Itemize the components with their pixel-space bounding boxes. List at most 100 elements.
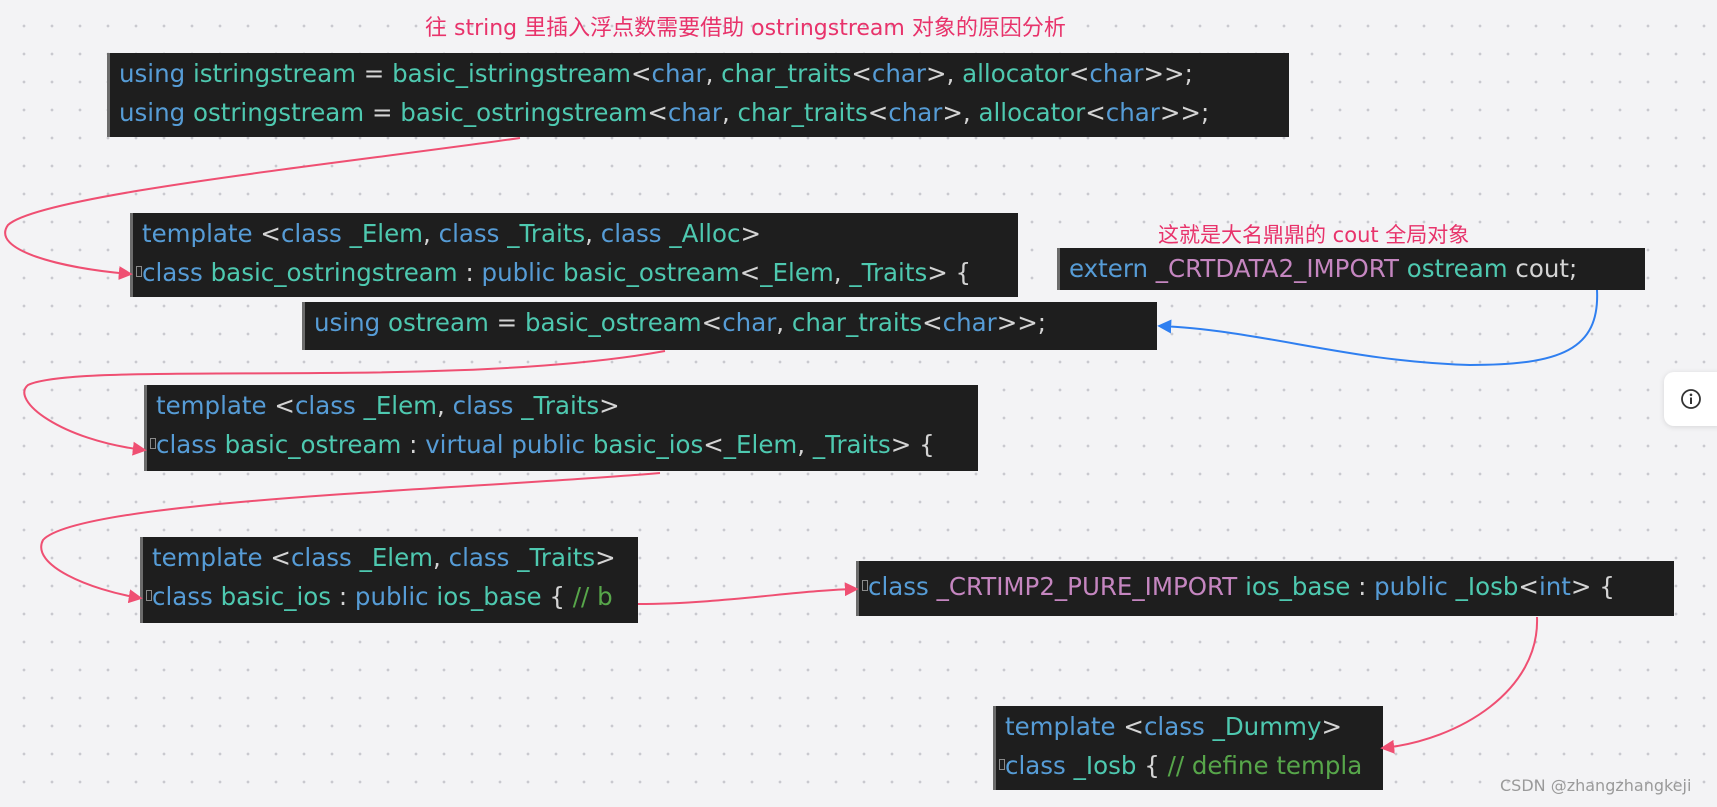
- code-token: _Dummy: [1212, 712, 1322, 741]
- cout-annotation: 这就是大名鼎鼎的 cout 全局对象: [1158, 223, 1470, 247]
- code-token: class: [448, 543, 510, 572]
- code-line-template: template <class _Elem, class _Traits>: [152, 538, 638, 577]
- code-token: template: [156, 391, 267, 420]
- code-token: public: [481, 258, 556, 287]
- code-line-class-decl: class basic_ostream : virtual public bas…: [150, 425, 978, 464]
- code-token: ostream: [1406, 254, 1508, 283]
- code-token: ,: [433, 543, 449, 572]
- code-token: basic_ios: [592, 430, 704, 459]
- code-token: <: [262, 543, 291, 572]
- code-token: ios_base: [436, 582, 542, 611]
- code-token: ,: [423, 219, 439, 248]
- code-token: >: [1321, 712, 1342, 741]
- arrow-basic-ostream-to-basic-ios: [40, 472, 661, 604]
- code-line-template: template <class _Elem, class _Traits>: [156, 386, 978, 425]
- code-token: =: [355, 59, 393, 88]
- code-token: <: [647, 98, 668, 127]
- code-token: class: [290, 543, 352, 572]
- code-token: _Alloc: [669, 219, 741, 248]
- code-line-class-decl: class basic_ios : public ios_base { // b: [146, 577, 638, 616]
- code-token: template: [142, 219, 253, 248]
- code-token: <: [1115, 712, 1144, 741]
- code-token: class: [280, 219, 342, 248]
- code-token: <: [1068, 59, 1090, 88]
- code-token: class: [152, 582, 213, 611]
- code-token: ,: [833, 258, 850, 287]
- code-token: class: [142, 258, 203, 287]
- code-token: _Traits: [517, 543, 596, 572]
- info-button[interactable]: [1664, 372, 1717, 426]
- code-line-template: template <class _Elem, class _Traits, cl…: [142, 214, 1018, 253]
- code-token: class: [438, 219, 500, 248]
- code-token: class: [868, 572, 929, 601]
- code-block-cout-decl[interactable]: extern _CRTDATA2_IMPORT ostream cout;: [1057, 248, 1645, 290]
- code-token: >: [599, 391, 620, 420]
- code-token: class: [1143, 712, 1205, 741]
- code-token: ,: [437, 391, 453, 420]
- code-token: class: [600, 219, 662, 248]
- code-token: :: [1350, 572, 1375, 601]
- code-token: <: [266, 391, 295, 420]
- code-line-class-decl: class _Iosb { // define templa: [999, 746, 1383, 785]
- code-token: basic_ios: [220, 582, 332, 611]
- code-token: _Traits: [812, 430, 891, 459]
- code-token: class: [1005, 751, 1066, 780]
- code-token: using: [314, 308, 381, 337]
- code-line-extern-cout: extern _CRTDATA2_IMPORT ostream cout;: [1069, 249, 1645, 288]
- code-token: > {: [927, 258, 972, 287]
- code-token: template: [1005, 712, 1116, 741]
- code-token: ostringstream: [192, 98, 365, 127]
- code-token: class: [452, 391, 514, 420]
- code-token: _Elem: [359, 543, 434, 572]
- code-token: char: [1089, 59, 1144, 88]
- code-token: public: [354, 582, 429, 611]
- code-token: <: [851, 59, 872, 88]
- code-token: basic_ostream: [224, 430, 402, 459]
- diagram-title: 往 string 里插入浮点数需要借助 ostringstream 对象的原因分…: [425, 16, 1066, 41]
- code-token: <: [1518, 572, 1539, 601]
- code-block-basic-ios[interactable]: template <class _Elem, class _Traits> cl…: [140, 537, 638, 623]
- code-line-template: template <class _Dummy>: [1005, 707, 1383, 746]
- code-block-ios-base[interactable]: class _CRTIMP2_PURE_IMPORT ios_base : pu…: [856, 561, 1674, 616]
- code-token: _Elem: [723, 430, 798, 459]
- code-token: <: [739, 258, 761, 287]
- code-block-ostream-alias[interactable]: using ostream = basic_ostream<char, char…: [302, 302, 1157, 350]
- code-token: >>;: [996, 308, 1047, 337]
- code-token: _Elem: [363, 391, 438, 420]
- code-token: {: [1136, 751, 1168, 780]
- code-token: char: [888, 98, 943, 127]
- code-token: >,: [942, 98, 979, 127]
- code-token: _Traits: [521, 391, 600, 420]
- code-block-basic-ostringstream[interactable]: template <class _Elem, class _Traits, cl…: [130, 213, 1018, 297]
- info-icon: [1681, 389, 1701, 409]
- code-token: ,: [705, 59, 722, 88]
- code-token: char: [1105, 98, 1160, 127]
- code-token: :: [331, 582, 355, 611]
- code-token: <: [867, 98, 889, 127]
- code-token: ostream: [387, 308, 489, 337]
- code-block-iosb[interactable]: template <class _Dummy> class _Iosb { //…: [993, 706, 1383, 790]
- code-token: char: [942, 308, 997, 337]
- code-line-ostringstream: using ostringstream = basic_ostringstrea…: [119, 93, 1289, 132]
- code-token: >>;: [1159, 98, 1210, 127]
- code-token: cout;: [1507, 254, 1578, 283]
- code-token: istringstream: [192, 59, 356, 88]
- code-token: ,: [721, 98, 738, 127]
- code-token: char_traits: [737, 98, 868, 127]
- code-token: char: [651, 59, 706, 88]
- code-token: extern: [1069, 254, 1148, 283]
- code-token: <: [701, 308, 723, 337]
- code-token: <: [1085, 98, 1106, 127]
- code-token: allocator: [978, 98, 1086, 127]
- code-line-istringstream: using istringstream = basic_istringstrea…: [119, 54, 1289, 93]
- code-token: char: [667, 98, 722, 127]
- code-block-basic-ostream[interactable]: template <class _Elem, class _Traits> cl…: [144, 385, 978, 471]
- code-token: _CRTDATA2_IMPORT: [1155, 254, 1399, 283]
- code-block-stringstream-aliases[interactable]: using istringstream = basic_istringstrea…: [107, 53, 1289, 137]
- code-token: > {: [890, 430, 935, 459]
- code-token: >>;: [1143, 59, 1193, 88]
- code-token: >: [740, 219, 761, 248]
- arrow-ostream-to-basic-ostream: [23, 350, 666, 456]
- code-token: _Traits: [507, 219, 586, 248]
